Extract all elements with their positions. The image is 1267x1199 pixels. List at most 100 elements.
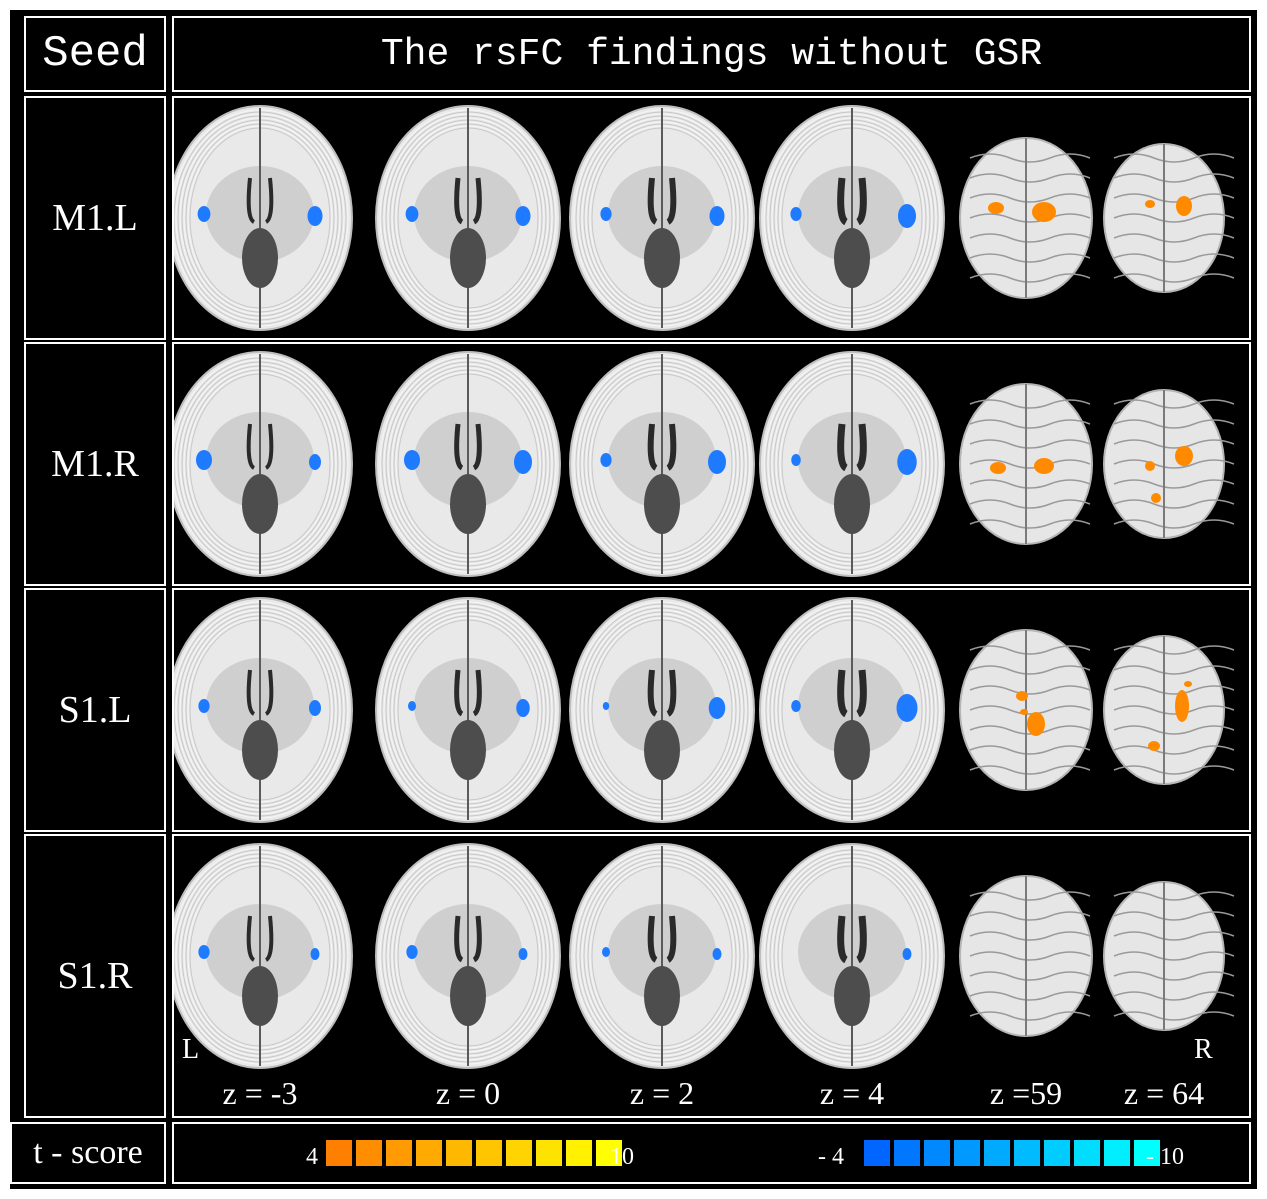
positive-cluster <box>1032 202 1056 222</box>
positive-cluster <box>1027 712 1045 736</box>
orientation-left-label: L <box>182 1034 199 1065</box>
gyri-texture <box>969 665 1091 675</box>
positive-cluster <box>1016 691 1028 701</box>
gyri-texture <box>1113 1011 1235 1021</box>
gyri-texture <box>969 991 1091 1001</box>
ventricles <box>837 669 867 718</box>
gyri-texture <box>1113 745 1235 755</box>
negative-cluster-left <box>600 453 612 467</box>
figure-title: The rsFC findings without GSR <box>380 32 1043 76</box>
positive-colorbar-swatch <box>416 1140 442 1166</box>
gyri-texture <box>1113 479 1235 489</box>
axial-brain-slice <box>569 105 755 331</box>
brainstem <box>644 228 680 288</box>
positive-colorbar-swatch <box>596 1140 622 1166</box>
slice-label-z64: z = 64 <box>1124 1075 1204 1111</box>
brainstem <box>450 720 486 780</box>
gyri-texture <box>1113 153 1235 163</box>
negative-cluster-left <box>602 702 610 710</box>
ventricles <box>246 423 274 470</box>
gyri-texture <box>969 765 1091 775</box>
row-label-m1r: M1.R <box>24 342 166 586</box>
gyri-texture <box>1113 193 1235 203</box>
positive-colorbar-swatch <box>566 1140 592 1166</box>
brainstem <box>644 474 680 534</box>
brainstem <box>242 474 278 534</box>
gyri-texture <box>969 399 1091 409</box>
gyri-texture <box>969 891 1091 901</box>
negative-cluster-left <box>196 450 212 470</box>
gyri-texture <box>969 911 1091 921</box>
negative-cluster-left <box>406 945 418 959</box>
gyri-texture <box>1113 399 1235 409</box>
gyri-texture <box>969 459 1091 469</box>
slice-label-z2: z = 2 <box>630 1075 694 1111</box>
gyri-texture <box>969 745 1091 755</box>
brain-slices-s1l <box>167 597 1235 823</box>
positive-cluster <box>990 462 1006 474</box>
negative-cluster-right <box>309 700 321 716</box>
negative-cluster-left <box>602 947 610 957</box>
ventricles <box>246 669 274 716</box>
superior-brain-slice <box>959 629 1093 791</box>
superior-brain-slice <box>959 383 1093 545</box>
gyri-texture <box>1113 419 1235 429</box>
positive-cluster <box>1034 458 1054 474</box>
negative-colorbar-swatch <box>864 1140 890 1166</box>
positive-max-label: 10 <box>610 1144 634 1170</box>
negative-cluster-left <box>405 206 419 222</box>
gyri-texture <box>1113 459 1235 469</box>
gyri-texture <box>1113 173 1235 183</box>
negative-colorbar-swatch <box>984 1140 1010 1166</box>
row-label-m1l: M1.L <box>24 96 166 340</box>
gyri-texture <box>1113 991 1235 1001</box>
positive-colorbar-swatch <box>356 1140 382 1166</box>
axial-brain-slice <box>167 843 353 1069</box>
gyri-texture <box>969 951 1091 961</box>
negative-cluster-left <box>791 700 801 712</box>
negative-cluster-left <box>790 207 802 221</box>
superior-brain-slice <box>1103 881 1235 1031</box>
negative-cluster-left <box>198 699 210 713</box>
negative-cluster-right <box>516 699 530 717</box>
brain-slices-m1r <box>167 351 1235 577</box>
gyri-texture <box>1113 253 1235 263</box>
axial-brain-slice <box>759 597 945 823</box>
slice-label-z-3: z = -3 <box>223 1075 298 1111</box>
slice-label-z59: z =59 <box>990 1075 1062 1111</box>
negative-cluster-left <box>197 206 211 222</box>
brainstem <box>450 966 486 1026</box>
gyri-texture <box>969 153 1091 163</box>
axial-brain-slice <box>759 105 945 331</box>
gyri-texture <box>1113 439 1235 449</box>
axial-brain-slice <box>759 351 945 577</box>
gyri-texture <box>969 439 1091 449</box>
ventricles <box>837 915 867 964</box>
negative-cluster-right <box>897 449 917 475</box>
gyri-texture <box>1113 645 1235 655</box>
gyri-texture <box>969 233 1091 243</box>
ventricles <box>246 177 274 224</box>
axial-brain-slice <box>167 351 353 577</box>
gyri-texture <box>969 479 1091 489</box>
gyri-texture <box>1113 213 1235 223</box>
ventricles <box>246 915 274 962</box>
gyri-texture <box>969 519 1091 529</box>
negative-cluster-right <box>518 948 528 960</box>
negative-colorbar <box>864 1140 1160 1166</box>
gyri-texture <box>1113 499 1235 509</box>
seed-label: M1.L <box>52 197 138 239</box>
ventricles <box>454 669 482 717</box>
negative-cluster-right <box>708 697 726 719</box>
gyri-texture <box>1113 911 1235 921</box>
gyri-texture <box>969 971 1091 981</box>
positive-cluster <box>1151 493 1161 503</box>
negative-cluster-right <box>896 694 918 722</box>
gyri-texture <box>969 685 1091 695</box>
brain-slices-m1l <box>167 105 1235 331</box>
negative-cluster-right <box>307 206 323 226</box>
brainstem <box>450 474 486 534</box>
brainstem <box>834 720 870 780</box>
seed-label: S1.R <box>57 955 133 997</box>
row-panel-s1r: L R z = -3 z = 0 z = 2 z = 4 z =59 z = 6… <box>167 834 1251 1118</box>
